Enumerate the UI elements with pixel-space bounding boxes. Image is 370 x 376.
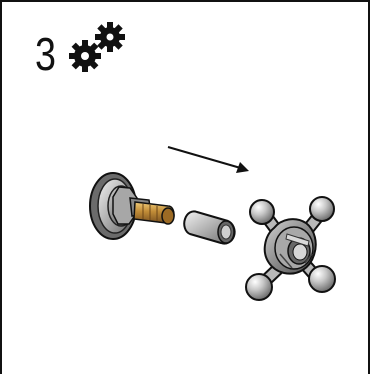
step-number: 3 bbox=[35, 28, 56, 80]
valve-cartridge bbox=[89, 172, 175, 240]
arrow-icon bbox=[167, 146, 249, 173]
cross-handle bbox=[245, 196, 336, 301]
gears-icon bbox=[69, 22, 125, 72]
sleeve-adapter bbox=[183, 210, 236, 245]
